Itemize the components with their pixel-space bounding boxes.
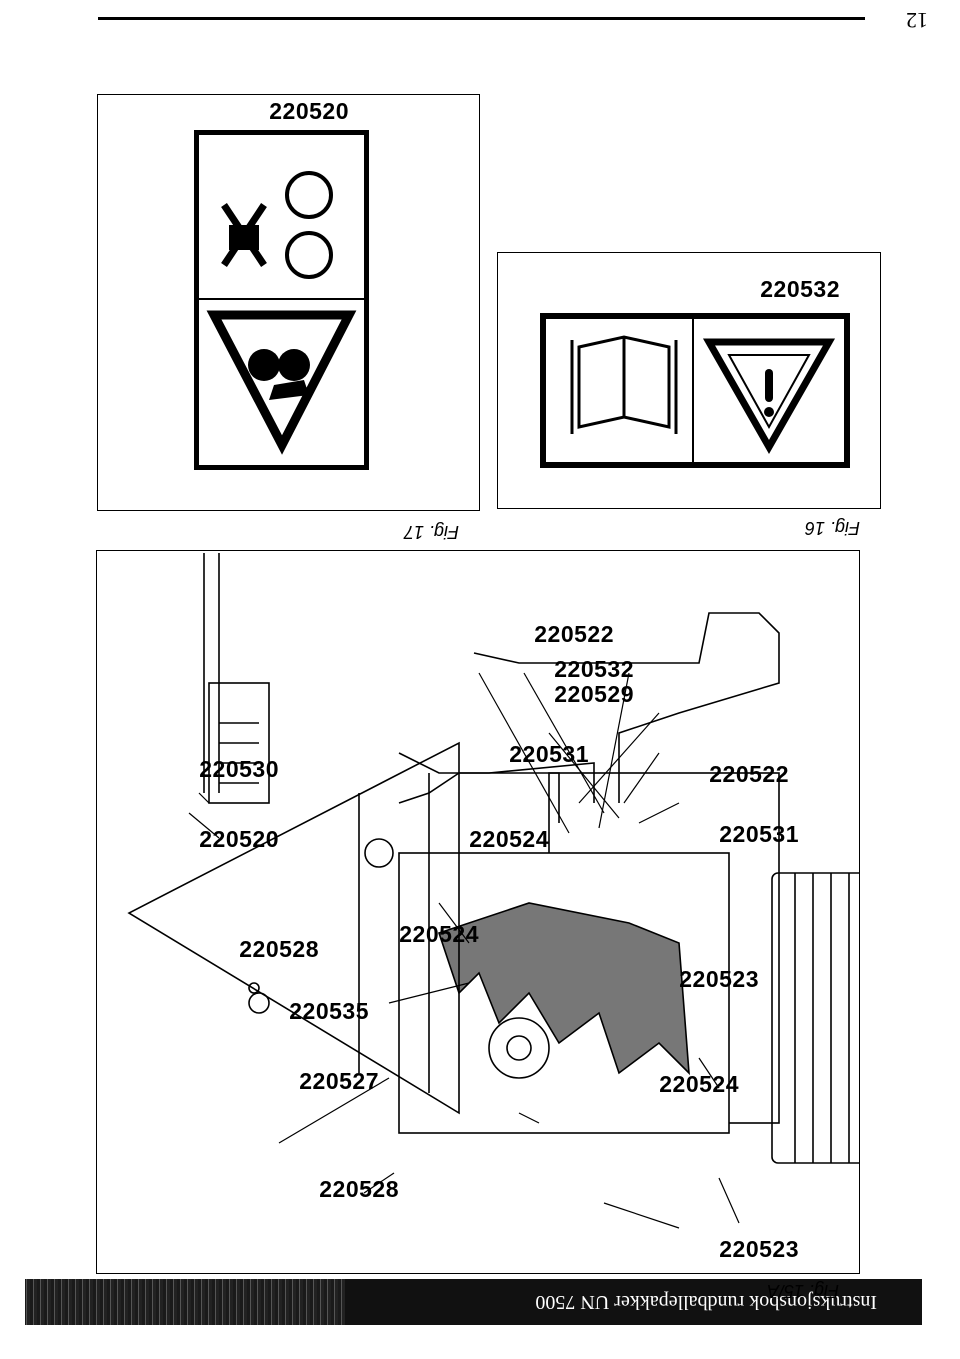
part-number: 220522 bbox=[534, 621, 614, 647]
part-number: 220528 bbox=[239, 936, 319, 962]
part-number: 220524 bbox=[469, 826, 549, 852]
figure-label: Fig. 15/A bbox=[766, 1281, 839, 1301]
header-texture bbox=[25, 1279, 345, 1325]
part-number: 220530 bbox=[199, 756, 279, 782]
no-hands-rotating-rollers-icon bbox=[221, 171, 333, 279]
part-number: 220528 bbox=[319, 1176, 399, 1202]
manual-book-icon bbox=[570, 335, 678, 434]
decal-frame bbox=[540, 313, 850, 468]
roller-entanglement-warning-icon bbox=[206, 310, 357, 455]
part-number: 220523 bbox=[719, 1236, 799, 1262]
top-rule bbox=[98, 17, 865, 20]
part-number: 220531 bbox=[509, 741, 589, 767]
page-number: 12 bbox=[906, 8, 928, 33]
part-number: 220524 bbox=[659, 1071, 739, 1097]
part-number: 220527 bbox=[299, 1068, 379, 1094]
figure-16-panel: 220532 Fig. 16 bbox=[497, 252, 881, 538]
info-warning-triangle-icon bbox=[702, 338, 836, 455]
part-number: 220531 bbox=[719, 821, 799, 847]
part-number: 220520 bbox=[199, 826, 279, 852]
figure-label: Fig. 17 bbox=[403, 522, 459, 542]
part-number: 220523 bbox=[679, 966, 759, 992]
part-number: 220524 bbox=[399, 921, 479, 947]
decal-frame bbox=[194, 130, 369, 470]
part-number: 220522 bbox=[709, 761, 789, 787]
figure-label: Fig. 16 bbox=[804, 518, 860, 538]
part-number: 220535 bbox=[289, 998, 369, 1024]
part-number: 220532 bbox=[554, 656, 634, 682]
part-number: 220529 bbox=[554, 681, 634, 707]
figure-17-panel: 220520 Fig. 17 bbox=[97, 94, 480, 542]
wrapper-machine-drawing bbox=[127, 553, 859, 1229]
figure-15a-panel: 220523 220524 220528 220527 220535 22052… bbox=[96, 550, 860, 1301]
part-number: 220532 bbox=[760, 276, 840, 302]
part-number: 220520 bbox=[269, 98, 349, 124]
